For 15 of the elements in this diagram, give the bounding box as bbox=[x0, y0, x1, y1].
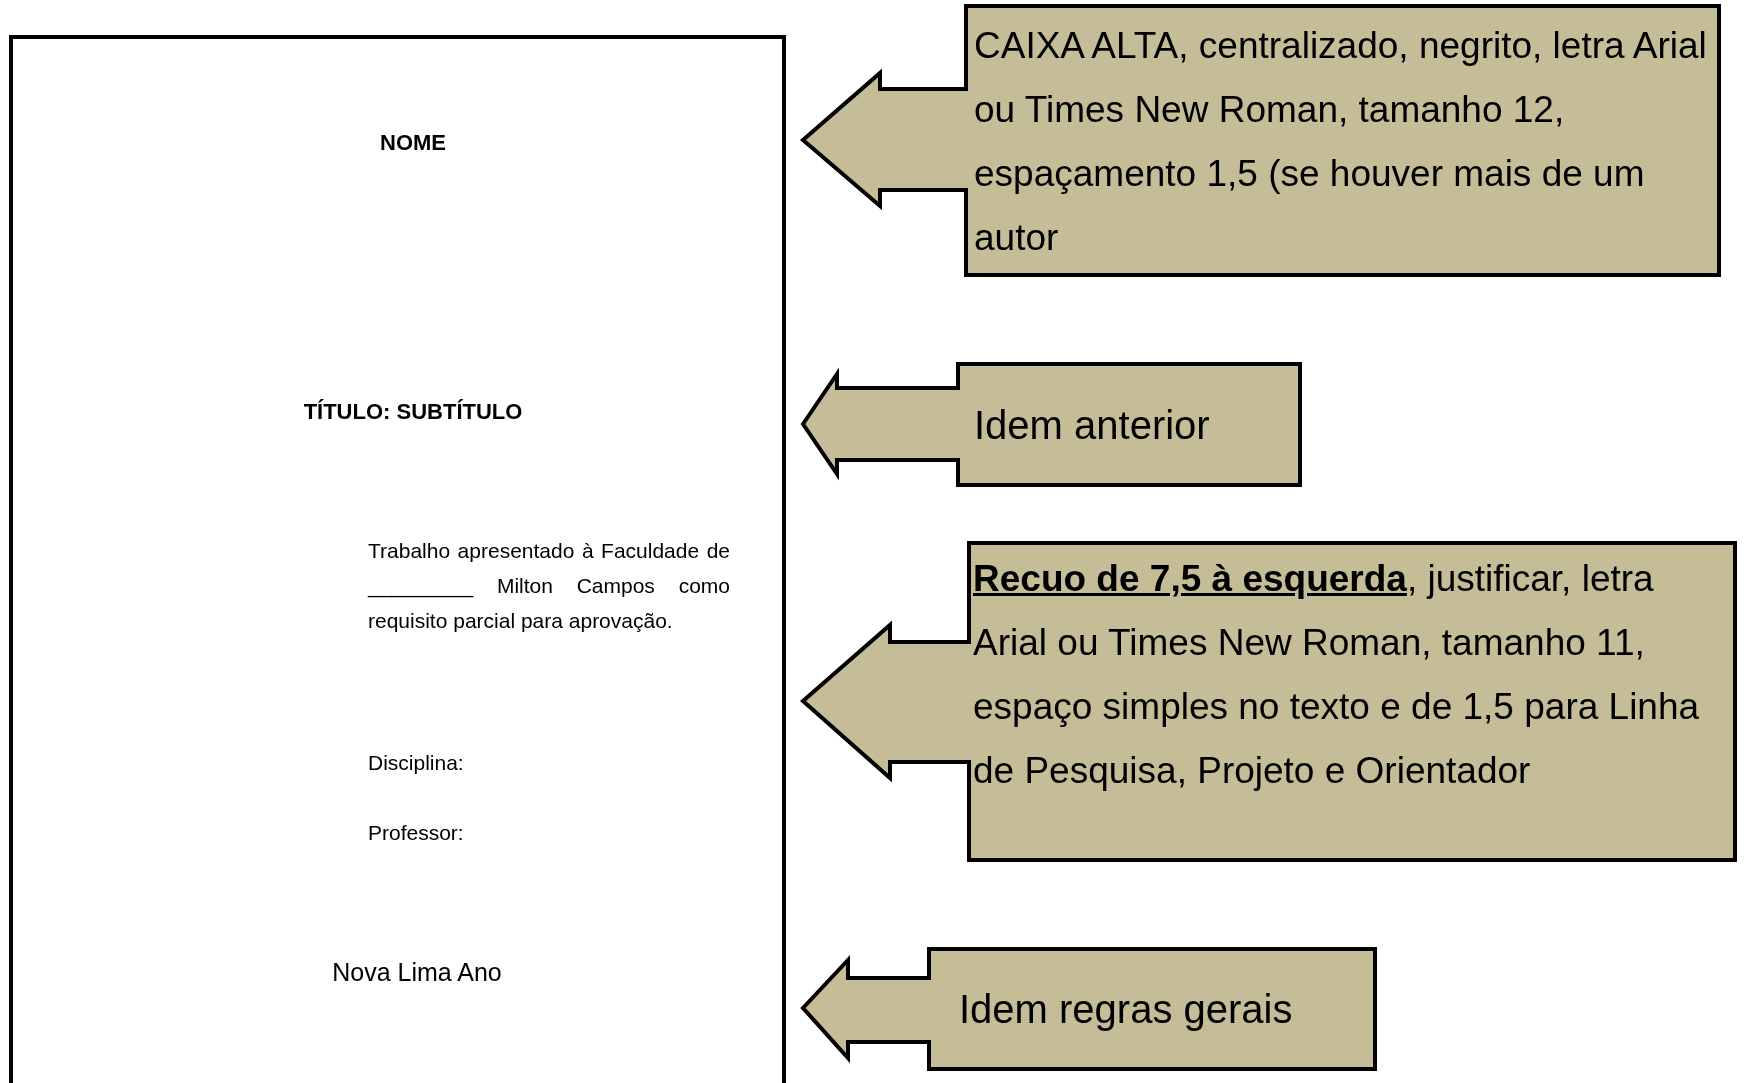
callout-text: Idem anterior bbox=[974, 401, 1211, 449]
page-text: Nova Lima Ano bbox=[331, 957, 503, 988]
arrow-callout bbox=[803, 949, 1375, 1069]
page-outline bbox=[9, 35, 786, 1083]
page-text: Disciplina: bbox=[368, 750, 465, 776]
callout-text: Idem regras gerais bbox=[959, 986, 1294, 1033]
page-text: NOME bbox=[379, 129, 447, 157]
page-text: Professor: bbox=[368, 820, 465, 846]
page-text: Trabalho apresentado à Faculdade de _________ Milton Campos como requisito parcial para aprovação. bbox=[368, 538, 730, 634]
arrow-callout bbox=[803, 6, 1719, 275]
page-text: TÍTULO: SUBTÍTULO bbox=[302, 398, 524, 426]
arrow-callout bbox=[803, 364, 1300, 485]
callout-text: Recuo de 7,5 à esquerda, justificar, letra Arial ou Times New Roman, tamanho 11, espaço simples no texto e de 1,5 para Linha de Pesquisa, Projeto e Orientador bbox=[973, 557, 1701, 793]
arrow-callout bbox=[803, 543, 1735, 860]
callout-text: CAIXA ALTA, centralizado, negrito, letra Arial ou Times New Roman, tamanho 12, espaçamento 1,5 (se houver mais de um autor bbox=[974, 24, 1708, 260]
